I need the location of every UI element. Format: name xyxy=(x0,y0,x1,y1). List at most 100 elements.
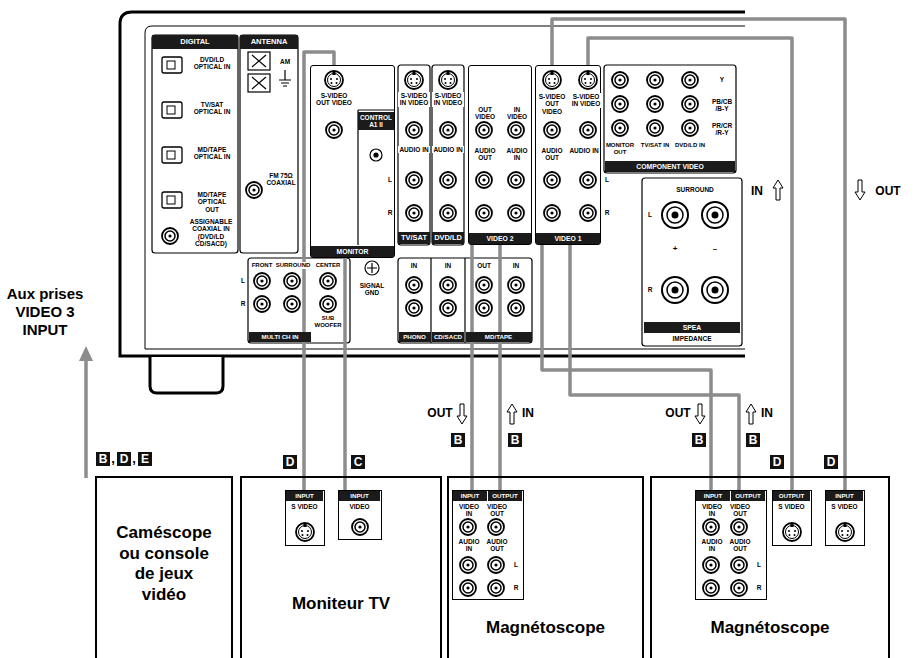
device-name: Moniteur TV xyxy=(242,594,440,615)
panel-label: MD/TAPE OPTICAL IN xyxy=(191,146,233,161)
panel-label: AUDIO OUT xyxy=(471,147,499,162)
jack-panel: INPUTOUTPUTVIDEO INAUDIO INVIDEO OUTAUDI… xyxy=(695,490,767,600)
section-band: ANTENNA xyxy=(240,35,298,49)
callout-letter: B xyxy=(746,433,760,447)
jack-panel: INPUT S VIDEO xyxy=(285,490,325,546)
panel-label: R xyxy=(511,584,521,591)
panel-label: CENTER xyxy=(314,262,342,269)
direction-label: IN xyxy=(758,406,776,420)
panel-label: AUDIO IN xyxy=(456,538,482,553)
panel-label: IN xyxy=(441,262,455,269)
section-band: PHONO xyxy=(399,332,431,342)
panel-label: OUT VIDEO xyxy=(471,106,499,121)
panel-label: VIDEO IN xyxy=(699,503,725,518)
device-box: Magnétoscope INPUT OUTPUT VIDEO IN AUDIO IN V… xyxy=(650,476,890,658)
panel-label: IN xyxy=(407,262,421,269)
panel-label: SUB WOOFER xyxy=(314,315,342,328)
panel-label: S VIDEO xyxy=(286,503,323,510)
callout-letter: D xyxy=(283,455,297,469)
jack-panel: INPUTVIDEO xyxy=(338,490,382,540)
callout-letter: C xyxy=(351,455,365,469)
panel-label: ASSIGNABLE COAXIAL IN (DVD/LD CD/SACD) xyxy=(187,218,235,247)
panel-label: IN VIDEO xyxy=(503,106,531,121)
panel-label: AUDIO OUT xyxy=(484,538,510,553)
panel-label: AM xyxy=(277,58,293,65)
panel-label: IN xyxy=(509,262,523,269)
jack-group: OUT VIDEO IN VIDEO AUDIO OUT AUDIO IN VIDEO … xyxy=(468,65,532,245)
panel-label: PB/CB /B-Y xyxy=(710,98,734,113)
cable-connector xyxy=(470,245,474,490)
section-band: DIGITAL xyxy=(152,35,238,49)
section-band: MD/TAPE xyxy=(466,332,532,342)
panel-label: R xyxy=(603,209,611,216)
panel-section xyxy=(152,35,742,346)
panel-label: VIDEO xyxy=(339,503,380,510)
antenna-terminal xyxy=(248,52,382,275)
callout-letter: B xyxy=(96,452,110,466)
speaker-terminal xyxy=(662,202,728,303)
cable-connector xyxy=(498,245,502,490)
section-band: MULTI CH IN xyxy=(249,332,311,342)
direction-label: IN xyxy=(519,406,537,420)
section-band: INPUT xyxy=(826,491,863,501)
device-name: Magnétoscope xyxy=(652,618,888,639)
cable-connector xyxy=(588,38,792,490)
panel-label: OUT xyxy=(476,262,492,269)
device-name: Magnétoscope xyxy=(449,618,642,639)
separator-comma: , xyxy=(110,452,116,466)
panel-label: Y xyxy=(717,76,727,83)
device-box: Magnétoscope INPUTOUTPUTVIDEO INAUDIO INV… xyxy=(447,476,644,658)
panel-label: S-VIDEO IN VIDEO xyxy=(432,92,464,107)
panel-label: L xyxy=(603,176,611,183)
direction-label: OUT xyxy=(427,406,453,420)
panel-label: DVD/LD OPTICAL IN xyxy=(191,56,233,71)
device-name: Caméscope ou console de jeux vidéo xyxy=(112,523,216,606)
callout-letter: B xyxy=(451,433,465,447)
callout-letter: D xyxy=(770,455,784,469)
panel-label: S VIDEO xyxy=(773,503,810,510)
panel-label: + xyxy=(670,245,680,254)
jack-panel: INPUTOUTPUTVIDEO INAUDIO INVIDEO OUTAUDI… xyxy=(452,490,524,600)
callout-letter: D xyxy=(117,452,131,466)
panel-label: R xyxy=(239,300,247,307)
section-band: CONTROL A1 II xyxy=(358,112,394,130)
section-band: OUTPUT xyxy=(773,491,810,501)
cable-connector xyxy=(542,245,711,490)
panel-label: S-VIDEO IN VIDEO xyxy=(398,92,430,107)
section-band: SPEA xyxy=(644,322,740,333)
section-band: DVD/LD xyxy=(432,232,464,244)
direction-label: OUT xyxy=(874,184,902,198)
panel-label: – xyxy=(710,245,720,254)
section-band: INPUT xyxy=(286,491,323,501)
section-band: CD/SACD xyxy=(432,332,464,342)
panel-label: S-VIDEO OUT VIDEO xyxy=(313,92,355,107)
callout-letter: D xyxy=(824,455,838,469)
panel-label: VIDEO OUT xyxy=(727,503,753,518)
jack-group: S-VIDEO OUT VIDEO MONITOR xyxy=(310,65,395,258)
section-band: MONITOR xyxy=(311,246,394,257)
callout-letter: B xyxy=(692,433,706,447)
panel-label: AUDIO IN xyxy=(503,147,531,162)
separator-comma: , xyxy=(131,452,137,466)
panel-label: PR/CR /R-Y xyxy=(710,122,734,137)
section-band: VIDEO 2 xyxy=(469,233,531,244)
rca-jack xyxy=(162,72,747,596)
panel-label: AUDIO OUT xyxy=(727,538,753,553)
direction-arrow xyxy=(457,180,865,424)
panel-label: SURROUND xyxy=(275,262,311,269)
panel-label: L xyxy=(511,561,521,568)
panel-label: MD/TAPE OPTICAL OUT xyxy=(191,191,233,213)
input-pointer-arrow xyxy=(79,346,93,478)
direction-label: OUT xyxy=(665,406,691,420)
panel-label: AUDIO IN xyxy=(699,538,725,553)
jack-group: S-VIDEO OUT VIDEOS-VIDEO IN VIDEOAUDIO O… xyxy=(535,65,601,245)
cable-connector xyxy=(570,245,739,490)
panel-label: R xyxy=(754,584,764,591)
destination-label: Aux prises VIDEO 3 INPUT xyxy=(3,285,87,339)
panel-label: IMPEDANCE xyxy=(644,335,740,342)
receiver-housing xyxy=(120,12,745,393)
section-band: VIDEO 1 xyxy=(536,233,600,244)
panel-label: L xyxy=(754,561,764,568)
device-box: Moniteur TV INPUT S VIDEO INPUTVIDEO xyxy=(240,476,442,658)
device-box: Caméscope ou console de jeux vidéo xyxy=(95,476,233,658)
